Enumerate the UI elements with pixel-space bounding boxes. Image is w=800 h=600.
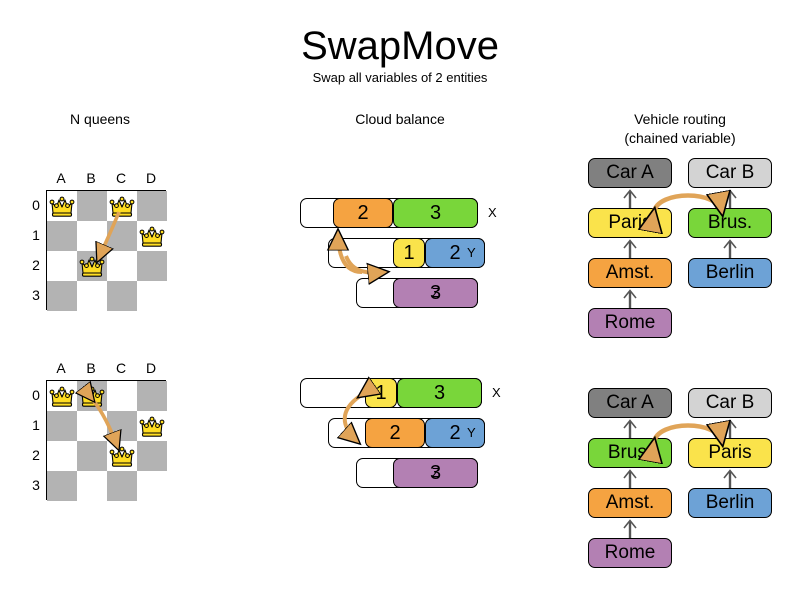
board-cell-D3[interactable] [137, 281, 167, 311]
board-cell-C1[interactable] [107, 411, 137, 441]
board-column-label-A: A [56, 360, 66, 376]
route-chain-arrow [723, 469, 737, 490]
cloud-computer-label-Y: Y [467, 425, 476, 440]
route-chain-arrow [623, 519, 637, 540]
route-node-carb[interactable]: Car B [688, 158, 772, 188]
route-chain-arrow [623, 289, 637, 310]
route-node-cara[interactable]: Car A [588, 158, 672, 188]
board-cell-A3[interactable] [47, 281, 77, 311]
board-cell-A1[interactable] [47, 411, 77, 441]
queen-piece-C0[interactable] [107, 191, 137, 221]
board-cell-D2[interactable] [137, 251, 167, 281]
route-node-rome[interactable]: Rome [588, 308, 672, 338]
cloud-process-Z-0[interactable]: 3 [393, 278, 478, 308]
cloud-computer-label-Z: Z [432, 465, 440, 480]
queen-piece-A0[interactable] [47, 191, 77, 221]
route-node-cara[interactable]: Car A [588, 388, 672, 418]
board-column-label-D: D [145, 170, 157, 186]
route-node-paris[interactable]: Paris [588, 208, 672, 238]
cloud-computer-label-X: X [492, 385, 501, 400]
section-heading-nqueens: N queens [70, 111, 130, 127]
routing-heading-line2: (chained variable) [624, 130, 736, 146]
cloud-process-Y-0[interactable]: 1 [393, 238, 425, 268]
board-grid[interactable] [46, 190, 167, 311]
board-cell-C2[interactable] [107, 251, 137, 281]
queen-piece-B2[interactable] [77, 251, 107, 281]
route-node-rome[interactable]: Rome [588, 538, 672, 568]
board-row-label-3: 3 [32, 477, 40, 493]
cloud-process-Y-1[interactable]: 2 [425, 238, 485, 268]
page-title: SwapMove [301, 24, 499, 68]
board-column-label-B: B [86, 360, 96, 376]
route-chain-arrow [623, 239, 637, 260]
cloud-computer-label-X: X [488, 205, 497, 220]
board-column-label-C: C [115, 170, 127, 186]
board-cell-D2[interactable] [137, 441, 167, 471]
cloud-computer-label-Z: Z [432, 285, 440, 300]
board-column-label-D: D [145, 360, 157, 376]
board-cell-B3[interactable] [77, 281, 107, 311]
board-column-label-B: B [86, 170, 96, 186]
route-node-amst[interactable]: Amst. [588, 258, 672, 288]
section-heading-vehicle-routing: Vehicle routing (chained variable) [580, 110, 780, 148]
route-node-brus[interactable]: Brus. [588, 438, 672, 468]
board-cell-B0[interactable] [77, 191, 107, 221]
board-cell-B1[interactable] [77, 411, 107, 441]
route-node-amst[interactable]: Amst. [588, 488, 672, 518]
board-cell-D0[interactable] [137, 191, 167, 221]
queen-piece-D1[interactable] [137, 221, 167, 251]
queen-piece-D1[interactable] [137, 411, 167, 441]
cloud-process-X-1[interactable]: 3 [397, 378, 482, 408]
board-row-label-3: 3 [32, 287, 40, 303]
board-column-label-A: A [56, 170, 66, 186]
board-row-label-1: 1 [32, 417, 40, 433]
route-node-carb[interactable]: Car B [688, 388, 772, 418]
routing-heading-line1: Vehicle routing [634, 111, 726, 127]
cloud-process-Y-1[interactable]: 2 [425, 418, 485, 448]
route-chain-arrow [623, 469, 637, 490]
route-node-paris[interactable]: Paris [688, 438, 772, 468]
page-subtitle: Swap all variables of 2 entities [312, 70, 488, 85]
board-column-label-C: C [115, 360, 127, 376]
queen-piece-C2[interactable] [107, 441, 137, 471]
board-cell-B3[interactable] [77, 471, 107, 501]
board-row-label-1: 1 [32, 227, 40, 243]
board-cell-A2[interactable] [47, 441, 77, 471]
board-cell-C1[interactable] [107, 221, 137, 251]
queen-piece-A0[interactable] [47, 381, 77, 411]
board-cell-B1[interactable] [77, 221, 107, 251]
board-cell-A3[interactable] [47, 471, 77, 501]
board-row-label-2: 2 [32, 447, 40, 463]
route-node-berlin[interactable]: Berlin [688, 258, 772, 288]
cloud-process-X-0[interactable]: 1 [365, 378, 397, 408]
route-node-berlin[interactable]: Berlin [688, 488, 772, 518]
board-cell-C3[interactable] [107, 471, 137, 501]
cloud-process-Y-0[interactable]: 2 [365, 418, 425, 448]
cloud-computer-label-Y: Y [467, 245, 476, 260]
route-chain-arrow [623, 189, 637, 210]
board-row-label-0: 0 [32, 197, 40, 213]
board-cell-D0[interactable] [137, 381, 167, 411]
board-cell-A2[interactable] [47, 251, 77, 281]
cloud-process-Z-0[interactable]: 3 [393, 458, 478, 488]
board-cell-C0[interactable] [107, 381, 137, 411]
board-cell-A1[interactable] [47, 221, 77, 251]
route-chain-arrow [723, 239, 737, 260]
queen-piece-B0[interactable] [77, 381, 107, 411]
board-cell-B2[interactable] [77, 441, 107, 471]
board-cell-D3[interactable] [137, 471, 167, 501]
section-heading-cloud-balance: Cloud balance [355, 111, 445, 127]
route-node-brus[interactable]: Brus. [688, 208, 772, 238]
board-grid[interactable] [46, 380, 167, 501]
board-row-label-2: 2 [32, 257, 40, 273]
route-chain-arrow [623, 419, 637, 440]
cloud-process-X-0[interactable]: 2 [333, 198, 393, 228]
board-row-label-0: 0 [32, 387, 40, 403]
cloud-process-X-1[interactable]: 3 [393, 198, 478, 228]
board-cell-C3[interactable] [107, 281, 137, 311]
